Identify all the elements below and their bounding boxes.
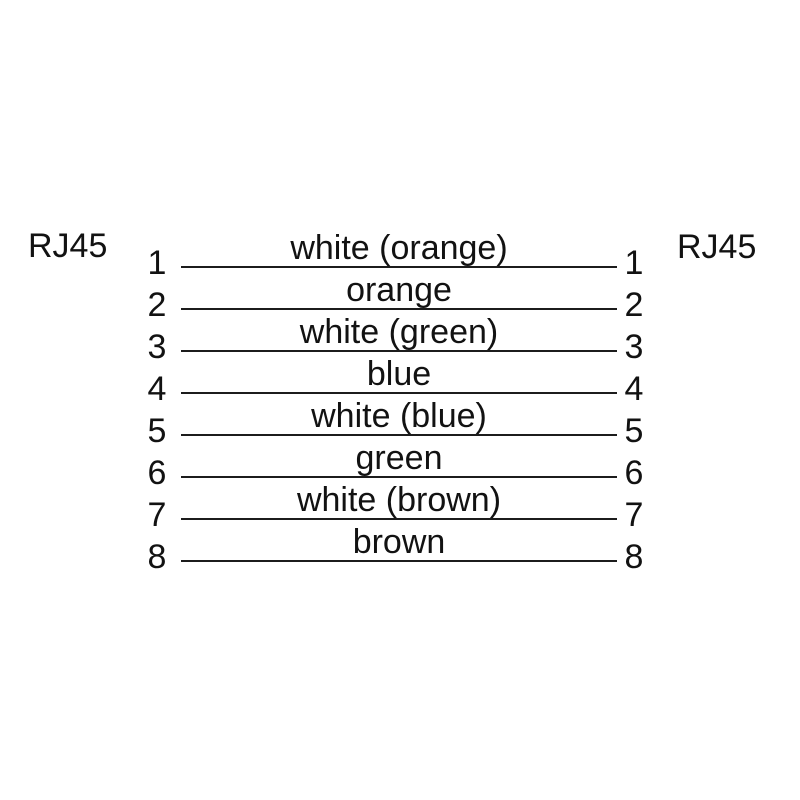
left-pin-number: 1 (147, 244, 167, 282)
right-pin-number: 7 (624, 496, 644, 534)
left-connector-label: RJ45 (28, 227, 108, 265)
wire-color-label: blue (366, 355, 432, 393)
wire-color-label: white (green) (299, 313, 499, 351)
wire-line (181, 434, 617, 436)
wire-line (181, 518, 617, 520)
left-pin-number: 7 (147, 496, 167, 534)
left-pin-number: 4 (147, 370, 167, 408)
left-pin-number: 8 (147, 538, 167, 576)
wire-line (181, 308, 617, 310)
wire-line (181, 266, 617, 268)
right-pin-number: 6 (624, 454, 644, 492)
right-pin-number: 3 (624, 328, 644, 366)
right-connector-label: RJ45 (677, 228, 757, 266)
right-pin-number: 5 (624, 412, 644, 450)
wire-color-label: orange (346, 271, 452, 309)
right-pin-number: 2 (624, 286, 644, 324)
wire-color-label: white (blue) (311, 397, 487, 435)
wire-color-label: brown (352, 523, 446, 561)
wire-line (181, 560, 617, 562)
left-pin-number: 5 (147, 412, 167, 450)
right-pin-number: 8 (624, 538, 644, 576)
wire-color-label: white (brown) (296, 481, 502, 519)
wire-line (181, 350, 617, 352)
left-pin-number: 2 (147, 286, 167, 324)
wire-color-label: white (orange) (290, 229, 508, 267)
left-pin-number: 6 (147, 454, 167, 492)
wire-color-label: green (355, 439, 443, 477)
wire-line (181, 476, 617, 478)
right-pin-number: 1 (624, 244, 644, 282)
wire-line (181, 392, 617, 394)
left-pin-number: 3 (147, 328, 167, 366)
right-pin-number: 4 (624, 370, 644, 408)
